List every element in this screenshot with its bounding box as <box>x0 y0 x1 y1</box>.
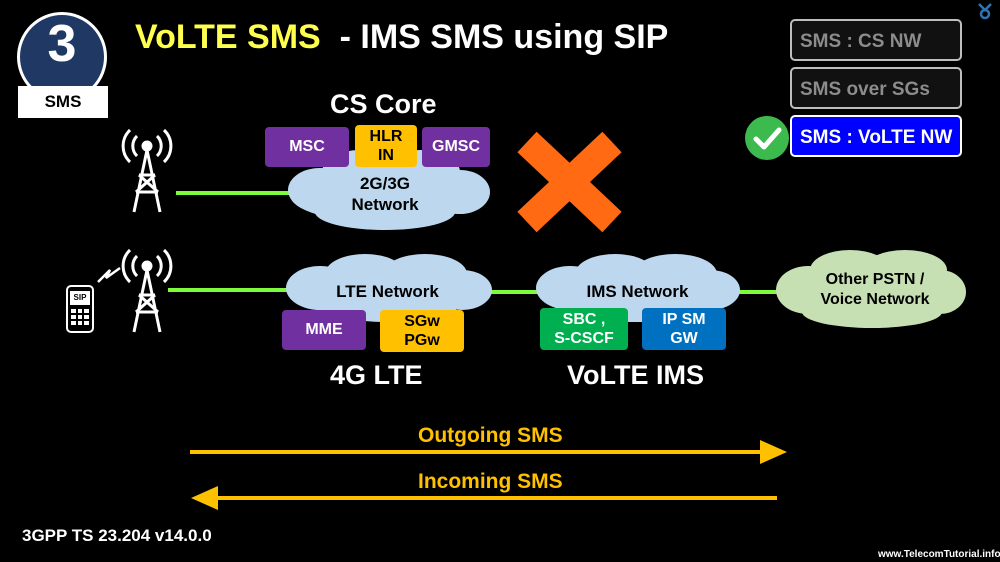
section-number: 3 <box>47 15 77 73</box>
option-sms-volte-nw: SMS : VoLTE NW <box>790 115 962 157</box>
ip-sm-gw-box: IP SM GW <box>642 308 726 350</box>
sgw-pgw-box: SGw PGw <box>380 310 464 352</box>
telecomtutorial-logo-icon <box>978 3 992 20</box>
phone-sip-label: SIP <box>70 291 90 305</box>
outgoing-arrow <box>190 440 787 464</box>
incoming-arrow <box>191 486 777 510</box>
spec-reference: 3GPP TS 23.204 v14.0.0 <box>22 526 212 545</box>
signal-bolt-icon <box>97 266 121 283</box>
site-url: www.TelecomTutorial.info <box>878 549 1000 560</box>
cs-cloud-label: 2G/3G Network <box>351 174 419 215</box>
antenna-tower-icon <box>121 248 173 333</box>
option-sms-cs-nw: SMS : CS NW <box>790 19 962 61</box>
mobile-phone-icon: SIP <box>66 285 94 333</box>
section-label: SMS <box>18 86 108 118</box>
check-icon <box>745 116 789 160</box>
page-title: VoLTE SMS - IMS SMS using SIP <box>135 18 668 57</box>
cs-cloud <box>288 150 490 230</box>
cross-icon <box>517 131 622 233</box>
sbc-scscf-box: SBC , S-CSCF <box>540 308 628 350</box>
ims-section-label: VoLTE IMS <box>567 360 704 390</box>
mme-box: MME <box>282 310 366 350</box>
lte-section-label: 4G LTE <box>330 360 423 390</box>
option-sms-over-sgs: SMS over SGs <box>790 67 962 109</box>
hlr-in-box: HLR IN <box>355 125 417 167</box>
title-rest: - IMS SMS using SIP <box>320 18 669 56</box>
cs-core-title: CS Core <box>330 89 437 119</box>
outgoing-sms-label: Outgoing SMS <box>418 424 563 447</box>
lte-cloud-label: LTE Network <box>336 282 439 301</box>
title-highlight: VoLTE SMS <box>135 18 321 56</box>
pstn-cloud-label: Other PSTN / Voice Network <box>820 271 930 308</box>
incoming-sms-label: Incoming SMS <box>418 470 563 493</box>
pstn-cloud <box>776 250 966 328</box>
lte-cloud <box>286 254 492 322</box>
antenna-tower-icon <box>121 128 173 213</box>
msc-box: MSC <box>265 127 349 167</box>
ims-cloud-label: IMS Network <box>586 282 689 301</box>
gmsc-box: GMSC <box>422 127 490 167</box>
